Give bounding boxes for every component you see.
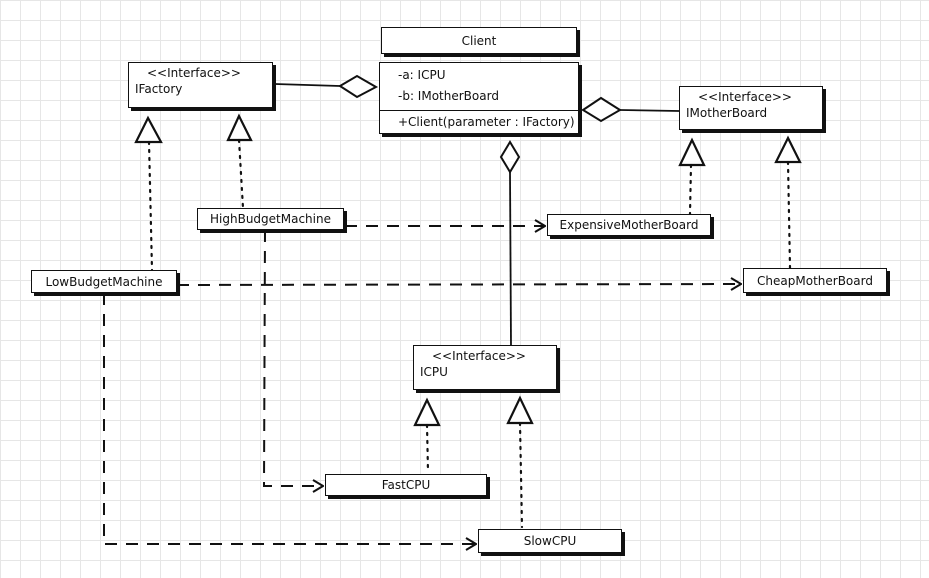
expensivemotherboard-label: ExpensiveMotherBoard [559,218,699,232]
realization-lowbudget-ifactory [134,115,163,272]
realization-fastcpu-icpu [413,397,441,474]
aggregation-icpu-client [499,140,521,347]
icpu-interface[interactable]: <<Interface>> ICPU [413,345,557,390]
ifactory-name: IFactory [135,82,183,96]
icpu-stereotype: <<Interface>> [432,349,526,363]
fastcpu-label: FastCPU [381,478,431,492]
icpu-name: ICPU [420,365,448,379]
highbudgetmachine-label: HighBudgetMachine [210,212,331,226]
dependency-lowbudget-cheapmb [176,284,741,285]
dependency-highbudget-fastcpu [262,229,323,486]
client-title: Client [461,33,497,48]
aggregation-ifactory-client [274,74,379,99]
slowcpu-label: SlowCPU [523,534,577,548]
imotherboard-interface[interactable]: <<Interface>> IMotherBoard [679,86,823,130]
lowbudgetmachine-label: LowBudgetMachine [45,274,163,289]
aggregation-imotherboard-client [581,96,680,123]
client-title-box[interactable]: Client [381,27,577,54]
lowbudgetmachine-class[interactable]: LowBudgetMachine [31,270,177,293]
client-operation: +Client(parameter : IFactory) [398,115,575,129]
imotherboard-stereotype: <<Interface>> [698,90,792,104]
cheapmotherboard-class[interactable]: CheapMotherBoard [743,268,887,293]
realization-slowcpu-icpu [506,395,534,529]
client-attribute-b: -b: IMotherBoard [398,89,499,103]
expensivemotherboard-class[interactable]: ExpensiveMotherBoard [547,214,711,236]
ifactory-interface[interactable]: <<Interface>> IFactory [128,62,273,108]
realization-expensivemb-imotherboard [678,137,706,216]
slowcpu-class[interactable]: SlowCPU [478,529,622,553]
client-separator [380,110,578,111]
realization-cheapmb-imotherboard [774,135,802,270]
client-members-box[interactable]: -a: ICPU -b: IMotherBoard +Client(parame… [379,62,579,134]
fastcpu-class[interactable]: FastCPU [325,474,487,496]
imotherboard-name: IMotherBoard [686,106,768,120]
cheapmotherboard-label: CheapMotherBoard [757,273,873,288]
highbudgetmachine-class[interactable]: HighBudgetMachine [197,208,344,230]
ifactory-stereotype: <<Interface>> [147,66,241,80]
client-attribute-a: -a: ICPU [398,68,446,82]
realization-highbudget-ifactory [226,113,253,210]
